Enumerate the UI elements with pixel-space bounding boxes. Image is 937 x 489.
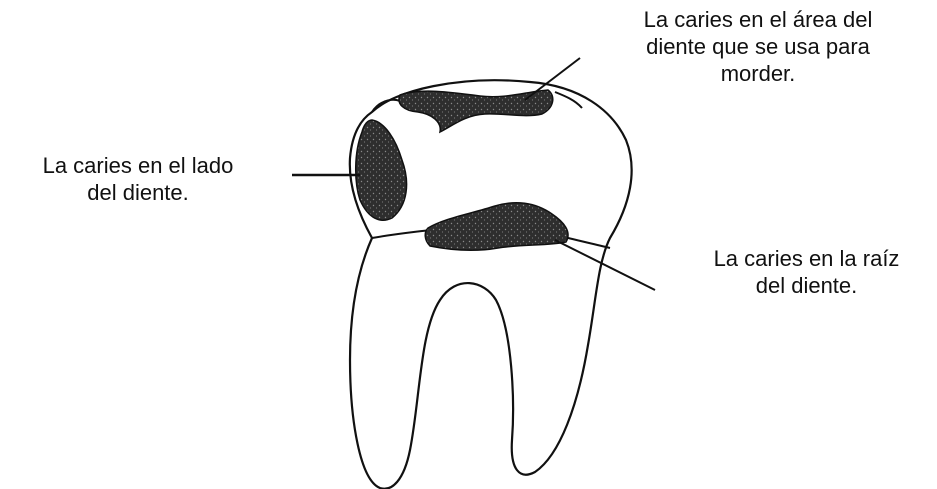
label-line: La caries en la raíz [676, 245, 937, 272]
label-line: morder. [598, 60, 918, 87]
label-line: La caries en el lado [0, 152, 276, 179]
occlusal-caries-label: La caries en el área del diente que se u… [598, 6, 918, 87]
root-caries-label: La caries en la raíz del diente. [676, 245, 937, 299]
label-line: del diente. [676, 272, 937, 299]
label-line: La caries en el área del [598, 6, 918, 33]
label-line: diente que se usa para [598, 33, 918, 60]
label-line: del diente. [0, 179, 276, 206]
side-caries-label: La caries en el lado del diente. [0, 152, 276, 206]
